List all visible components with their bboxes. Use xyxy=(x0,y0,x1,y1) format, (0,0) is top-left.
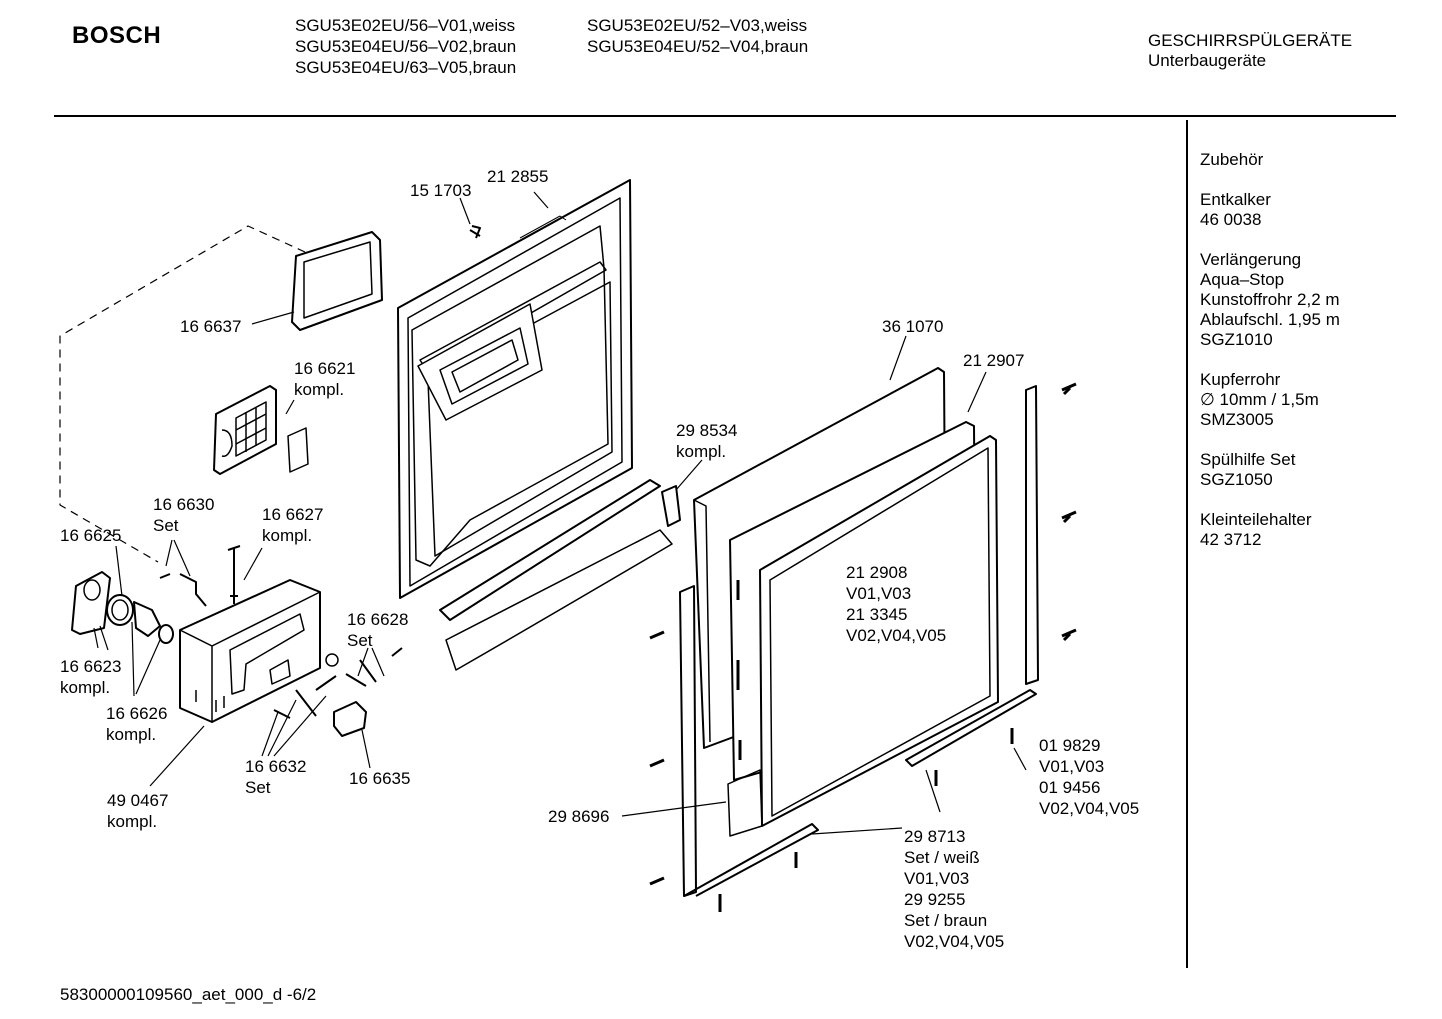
accessory-group: Kleinteilehalter 42 3712 xyxy=(1200,510,1340,550)
door-frame xyxy=(679,585,819,897)
accessory-group: Kupferrohr ∅ 10mm / 1,5m SMZ3005 xyxy=(1200,370,1340,430)
bottom-trim-strip xyxy=(905,689,1037,767)
rinse-aid-cover xyxy=(213,385,309,475)
document-id-footer: 58300000109560_aet_000_d -6/2 xyxy=(60,985,317,1004)
part-label-151703: 15 1703 xyxy=(410,181,472,200)
accessory-line: ∅ 10mm / 1,5m xyxy=(1200,390,1319,409)
latch-lever xyxy=(159,573,207,607)
part-label-298696: 29 8696 xyxy=(548,807,610,826)
sidebar-divider xyxy=(1186,120,1188,968)
screw-icon xyxy=(649,758,665,768)
accessory-line: 42 3712 xyxy=(1200,530,1262,549)
decor-panel xyxy=(729,421,999,827)
part-label-212855: 21 2855 xyxy=(487,167,549,186)
ball-icon xyxy=(325,653,339,667)
accessory-line: SMZ3005 xyxy=(1200,410,1274,429)
category-title: GESCHIRRSPÜLGERÄTE xyxy=(1148,31,1353,50)
valve-pin xyxy=(227,545,241,604)
hinge-bar xyxy=(439,479,681,671)
model-number: SGU53E04EU/52–V04,braun xyxy=(587,37,809,56)
accessory-group: Spülhilfe Set SGZ1050 xyxy=(1200,450,1340,490)
model-number: SGU53E02EU/52–V03,weiss xyxy=(587,16,808,35)
screw-icon xyxy=(649,876,665,886)
screw-icon xyxy=(649,630,665,640)
accessory-line: Ablaufschl. 1,95 m xyxy=(1200,310,1340,329)
accessory-group: Entkalker 46 0038 xyxy=(1200,190,1340,230)
microswitch xyxy=(333,701,367,737)
model-list-right: SGU53E02EU/52–V03,weiss SGU53E04EU/52–V0… xyxy=(587,15,808,57)
accessory-line: 46 0038 xyxy=(1200,210,1262,229)
dispenser-cap xyxy=(71,571,111,635)
accessory-line: Entkalker xyxy=(1200,190,1271,209)
accessory-group: Verlängerung Aqua–Stop Kunstoffrohr 2,2 … xyxy=(1200,250,1340,350)
model-number: SGU53E04EU/56–V02,braun xyxy=(295,37,517,56)
accessory-group: Zubehör xyxy=(1200,150,1340,170)
detergent-dispenser xyxy=(179,579,321,723)
accessories-panel: Zubehör Entkalker 46 0038 Verlängerung A… xyxy=(1200,150,1340,570)
model-number: SGU53E02EU/56–V01,weiss xyxy=(295,16,516,35)
assembly-guide-dashed xyxy=(59,225,306,563)
part-label-166635: 16 6635 xyxy=(349,769,411,788)
product-category: GESCHIRRSPÜLGERÄTE Unterbaugeräte xyxy=(1148,31,1352,71)
screw-icon xyxy=(469,225,481,239)
part-label-166625: 16 6625 xyxy=(60,526,122,545)
accessory-heading: Zubehör xyxy=(1200,150,1264,169)
part-label-212907: 21 2907 xyxy=(963,351,1025,370)
model-list-left: SGU53E02EU/56–V01,weiss SGU53E04EU/56–V0… xyxy=(295,15,516,78)
accessory-line: Verlängerung xyxy=(1200,250,1302,269)
screw-icon xyxy=(1061,382,1077,396)
spring-plunger xyxy=(133,601,161,637)
window-gasket xyxy=(291,231,383,331)
screw-icon xyxy=(1061,510,1077,524)
seal-ring xyxy=(158,624,174,644)
inner-door-panel xyxy=(397,179,633,599)
exploded-parts-drawing xyxy=(59,179,1077,912)
seal-ring xyxy=(111,599,129,621)
accessory-line: SGZ1050 xyxy=(1200,470,1273,489)
screw-icon xyxy=(1061,628,1077,642)
part-label-166637: 16 6637 xyxy=(180,317,242,336)
seal-ring xyxy=(106,594,134,626)
side-trim-strip xyxy=(1025,385,1039,685)
accessory-line: Kupferrohr xyxy=(1200,370,1281,389)
brand-logo: BOSCH xyxy=(72,22,162,49)
accessory-line: SGZ1010 xyxy=(1200,330,1273,349)
accessory-line: Kunstoffrohr 2,2 m xyxy=(1200,290,1340,309)
category-subtitle: Unterbaugeräte xyxy=(1148,51,1267,70)
model-number: SGU53E04EU/63–V05,braun xyxy=(295,58,517,77)
accessory-line: Kleinteilehalter xyxy=(1200,510,1312,529)
part-label-361070: 36 1070 xyxy=(882,317,944,336)
accessory-line: Spülhilfe Set xyxy=(1200,450,1296,469)
leader-lines xyxy=(93,191,1027,835)
accessory-line: Aqua–Stop xyxy=(1200,270,1285,289)
header-divider xyxy=(54,115,1396,117)
